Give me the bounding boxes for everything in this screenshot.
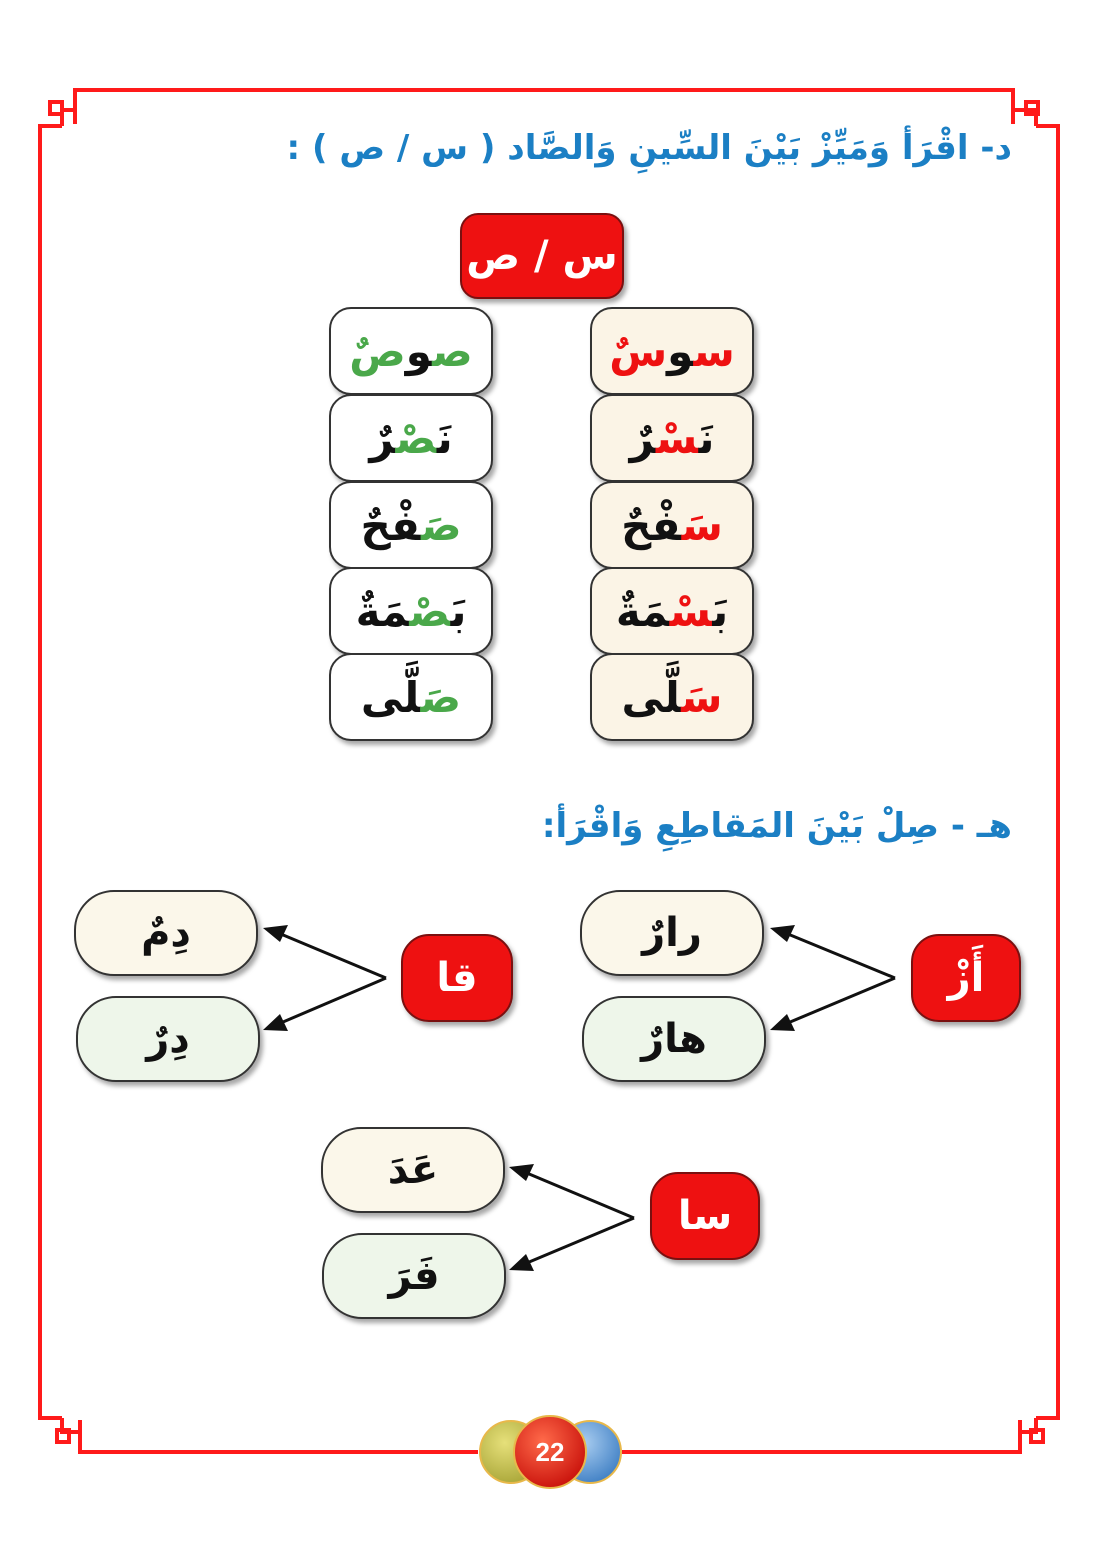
syllable-label: أَزْ xyxy=(947,955,985,1001)
sad-word-card: صوصٌ xyxy=(329,307,493,395)
sin-word: سَفْحٌ xyxy=(621,500,723,550)
syllable-tag-sa: سا xyxy=(650,1172,760,1260)
sin-word-card: سَلَّى xyxy=(590,653,754,741)
sad-word-card: صَلَّى xyxy=(329,653,493,741)
sad-word-card: نَصْرٌ xyxy=(329,394,493,482)
section-h-heading: هـ - صِلْ بَيْنَ المَقاطِعِ وَاقْرَأ: xyxy=(541,806,1012,846)
sin-word: سَلَّى xyxy=(621,672,723,722)
sin-sad-tag-label: س / ص xyxy=(466,233,618,279)
sin-word: بَسْمَةٌ xyxy=(615,586,729,636)
syllable-option[interactable]: دِمٌ xyxy=(74,890,258,976)
option-label: دِرٌ xyxy=(146,1016,190,1062)
syllable-label: سا xyxy=(677,1193,733,1239)
sad-word: صَفْحٌ xyxy=(360,500,462,550)
syllable-label: قا xyxy=(436,955,478,1001)
sad-word-card: صَفْحٌ xyxy=(329,481,493,569)
option-label: عَدَ xyxy=(387,1147,439,1193)
sad-word: صوصٌ xyxy=(349,326,473,376)
syllable-option[interactable]: دِرٌ xyxy=(76,996,260,1082)
sin-sad-tag: س / ص xyxy=(460,213,624,299)
option-label: دِمٌ xyxy=(141,910,191,956)
sad-word: صَلَّى xyxy=(360,672,462,722)
syllable-tag-az: أَزْ xyxy=(911,934,1021,1022)
option-label: رارٌ xyxy=(642,910,702,956)
sad-word: بَصْمَةٌ xyxy=(355,586,467,636)
sin-word-card: نَسْرٌ xyxy=(590,394,754,482)
syllable-option[interactable]: رارٌ xyxy=(580,890,764,976)
sad-word: نَصْرٌ xyxy=(369,413,453,463)
syllable-option[interactable]: عَدَ xyxy=(321,1127,505,1213)
sin-word: نَسْرٌ xyxy=(629,413,715,463)
syllable-option[interactable]: فَرَ xyxy=(322,1233,506,1319)
option-label: فَرَ xyxy=(388,1253,440,1299)
syllable-option[interactable]: هارٌ xyxy=(582,996,766,1082)
section-d-heading: د- اقْرَأ وَمَيِّزْ بَيْنَ السِّينِ وَال… xyxy=(286,128,1012,168)
sin-word-card: سوسٌ xyxy=(590,307,754,395)
syllable-tag-qa: قا xyxy=(401,934,513,1022)
sin-word-card: بَسْمَةٌ xyxy=(590,567,754,655)
page-number: 22 xyxy=(535,1437,565,1467)
option-label: هارٌ xyxy=(641,1016,707,1062)
sin-word: سوسٌ xyxy=(609,326,735,376)
